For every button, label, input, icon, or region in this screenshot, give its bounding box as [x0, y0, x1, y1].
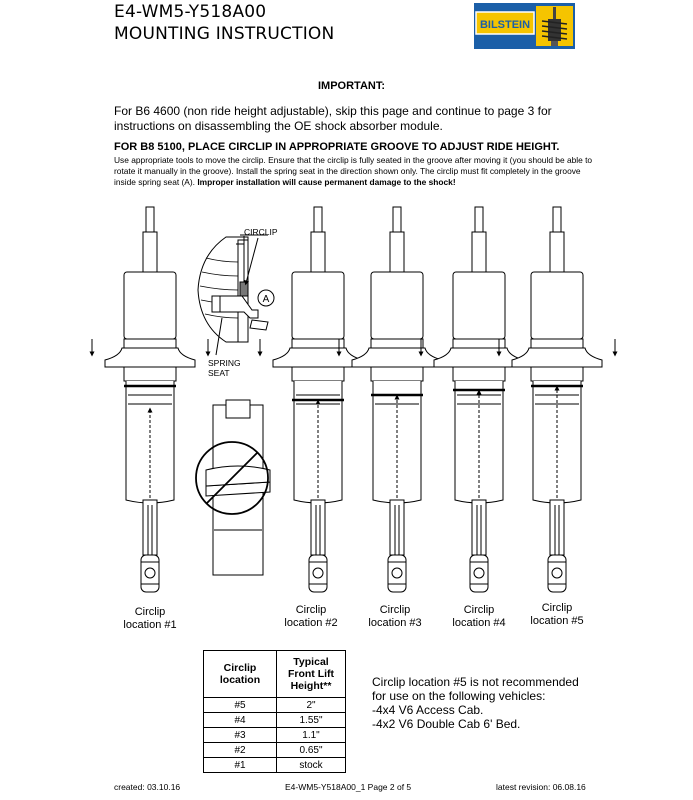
location-label-1: Circlip location #1 [105, 606, 195, 632]
circlip-label: CIRCLIP [244, 227, 278, 237]
table-header-row: Circlip location Typical Front Lift Heig… [203, 650, 346, 698]
location-label-4: Circlip location #4 [434, 604, 524, 630]
location-1-line1: Circlip [134, 606, 166, 618]
shock-1 [92, 207, 208, 592]
callout-a: A [263, 294, 270, 305]
shock-5 [499, 207, 615, 592]
note-line-3: -4x4 V6 Access Cab. [372, 703, 484, 717]
table-cell-height: stock [276, 757, 346, 773]
note-line-4: -4x2 V6 Double Cab 6' Bed. [372, 717, 521, 731]
shock-3 [339, 207, 455, 592]
important-paragraph: For B6 4600 (non ride height adjustable)… [114, 104, 552, 133]
b8-heading: FOR B8 5100, PLACE CIRCLIP IN APPROPRIAT… [114, 141, 560, 153]
spring-seat-detail [197, 236, 269, 343]
spring-seat-label-line1: SPRING [208, 358, 241, 368]
spring-seat-label: SPRING SEAT [208, 358, 243, 378]
location-2-line1: Circlip [295, 604, 327, 616]
table-header-height: Typical Front Lift Height** [276, 650, 346, 698]
location-label-2: Circlip location #2 [266, 604, 356, 630]
location-5-line1: Circlip [541, 602, 573, 614]
table-cell-location: #1 [203, 757, 277, 773]
table-cell-height: 0.65" [276, 742, 346, 758]
note-line-2: for use on the following vehicles: [372, 689, 546, 703]
location-5-line2: location #5 [530, 615, 584, 627]
b8-warning: Improper installation will cause permane… [197, 177, 456, 187]
b8-body-text: Use appropriate tools to move the circli… [114, 155, 593, 187]
location-2-line2: location #2 [284, 617, 338, 629]
table-cell-location: #3 [203, 727, 277, 743]
bilstein-logo: BILSTEIN [474, 3, 575, 49]
svg-text:BILSTEIN: BILSTEIN [480, 19, 530, 31]
location-3-line2: location #3 [368, 617, 422, 629]
vehicle-note: Circlip location #5 is not recommended f… [372, 675, 579, 731]
ride-height-table: Circlip location Typical Front Lift Heig… [203, 650, 346, 773]
table-cell-location: #5 [203, 697, 277, 713]
note-line-1: Circlip location #5 is not recommended [372, 675, 579, 689]
location-3-line1: Circlip [379, 604, 411, 616]
shock-diagram: CIRCLIP A SPRING SEAT [0, 195, 693, 605]
footer-revision: latest revision: 06.08.16 [496, 782, 586, 792]
table-cell-location: #4 [203, 712, 277, 728]
table-cell-location: #2 [203, 742, 277, 758]
location-4-line2: location #4 [452, 617, 506, 629]
shock-4 [421, 207, 537, 592]
document-subtitle: MOUNTING INSTRUCTION [114, 24, 335, 44]
table-header-location: Circlip location [203, 650, 277, 698]
table-cell-height: 1.1" [276, 727, 346, 743]
table-cell-height: 2" [276, 697, 346, 713]
important-heading: IMPORTANT: [317, 80, 385, 92]
footer-page: E4-WM5-Y518A00_1 Page 2 of 5 [285, 782, 412, 792]
location-1-line2: location #1 [123, 619, 177, 631]
footer-created: created: 03.10.16 [114, 782, 181, 792]
wrong-install-detail [195, 399, 271, 576]
location-label-3: Circlip location #3 [350, 604, 440, 630]
b8-instructions: Use appropriate tools to move the circli… [114, 155, 596, 188]
location-label-5: Circlip location #5 [512, 602, 602, 628]
location-4-line1: Circlip [463, 604, 495, 616]
document-code: E4-WM5-Y518A00 [114, 2, 267, 22]
table-cell-height: 1.55" [276, 712, 346, 728]
spring-seat-label-line2: SEAT [208, 368, 230, 378]
